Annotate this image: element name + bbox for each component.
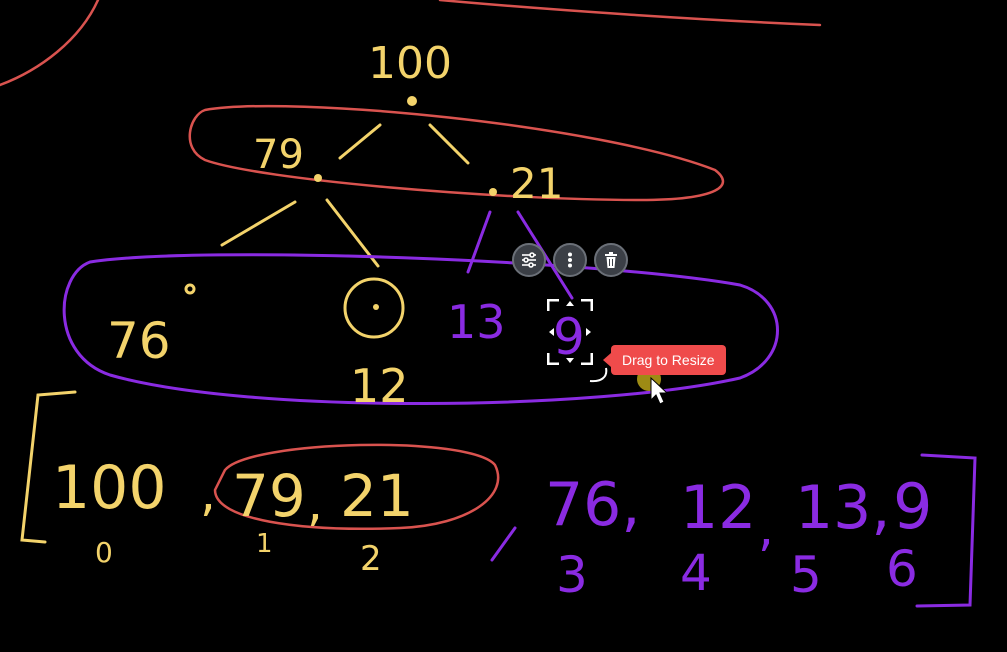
- element-settings-button[interactable]: [512, 243, 546, 277]
- root-node-label: 100: [368, 38, 452, 89]
- selection-corner-br[interactable]: [581, 353, 593, 365]
- resize-arrow-bottom[interactable]: [566, 358, 574, 363]
- selection-corner-bl[interactable]: [547, 353, 559, 365]
- edge-root-left: [338, 123, 382, 160]
- array-value-76: 76,: [545, 470, 640, 540]
- selection-box[interactable]: [547, 299, 593, 365]
- array-value-12: 12: [680, 473, 756, 543]
- node-76-dot: [184, 283, 196, 295]
- array-index-5: 5: [790, 546, 822, 604]
- array-index-4: 4: [680, 544, 712, 602]
- array-value-100: 100: [52, 453, 167, 523]
- node-79-dot: [314, 174, 322, 182]
- element-delete-button[interactable]: [594, 243, 628, 277]
- node-12-dot: [373, 304, 379, 310]
- root-node-dot: [407, 96, 417, 106]
- node-12-label: 12: [350, 359, 409, 413]
- array-value-21: 21: [340, 462, 414, 530]
- element-more-button[interactable]: [553, 243, 587, 277]
- array-right-bracket: [915, 453, 977, 608]
- array-value-13: 13,: [795, 473, 890, 543]
- edge-79-left: [220, 200, 297, 247]
- edge-21-left: [466, 210, 492, 274]
- array-index-1: 1: [256, 529, 273, 559]
- node-21-label: 21: [510, 159, 563, 208]
- mouse-pointer-icon: [650, 376, 669, 405]
- red-scribble-top-left: [0, 0, 100, 87]
- more-vertical-icon: [568, 252, 572, 268]
- rotate-handle-icon[interactable]: [589, 367, 608, 383]
- trash-icon: [605, 252, 617, 268]
- array-highlight-ellipse: [213, 443, 500, 530]
- resize-arrow-left[interactable]: [549, 328, 554, 336]
- selection-corner-tr[interactable]: [581, 299, 593, 311]
- array-left-bracket: [20, 390, 77, 544]
- level2-highlight-ellipse: [62, 253, 779, 405]
- node-76-label: 76: [107, 312, 171, 370]
- node-12-circle: [343, 277, 405, 339]
- level1-highlight-ellipse: [188, 104, 725, 202]
- selection-corner-tl[interactable]: [547, 299, 559, 311]
- resize-arrow-top[interactable]: [566, 301, 574, 306]
- edge-root-right: [428, 123, 470, 165]
- array-index-6: 6: [886, 540, 918, 598]
- node-9-label[interactable]: 9: [553, 308, 585, 366]
- node-13-label: 13: [447, 295, 506, 349]
- array-comma-purple-0: [490, 526, 517, 562]
- array-value-79: 79: [232, 462, 306, 530]
- array-comma-2: ,: [307, 474, 323, 532]
- red-scribble-top: [438, 0, 822, 27]
- resize-arrow-right[interactable]: [586, 328, 591, 336]
- array-comma-purple-1: ,: [758, 499, 774, 557]
- array-index-3: 3: [556, 546, 588, 604]
- sliders-icon: [522, 252, 536, 268]
- node-79-label: 79: [253, 132, 304, 178]
- array-value-9: 9: [893, 470, 932, 543]
- array-comma-1: ,: [200, 464, 216, 522]
- edge-79-right: [325, 198, 380, 268]
- array-index-2: 2: [360, 539, 382, 579]
- array-index-0: 0: [95, 536, 113, 569]
- drag-to-resize-tooltip: Drag to Resize: [603, 345, 726, 375]
- node-21-dot: [489, 188, 497, 196]
